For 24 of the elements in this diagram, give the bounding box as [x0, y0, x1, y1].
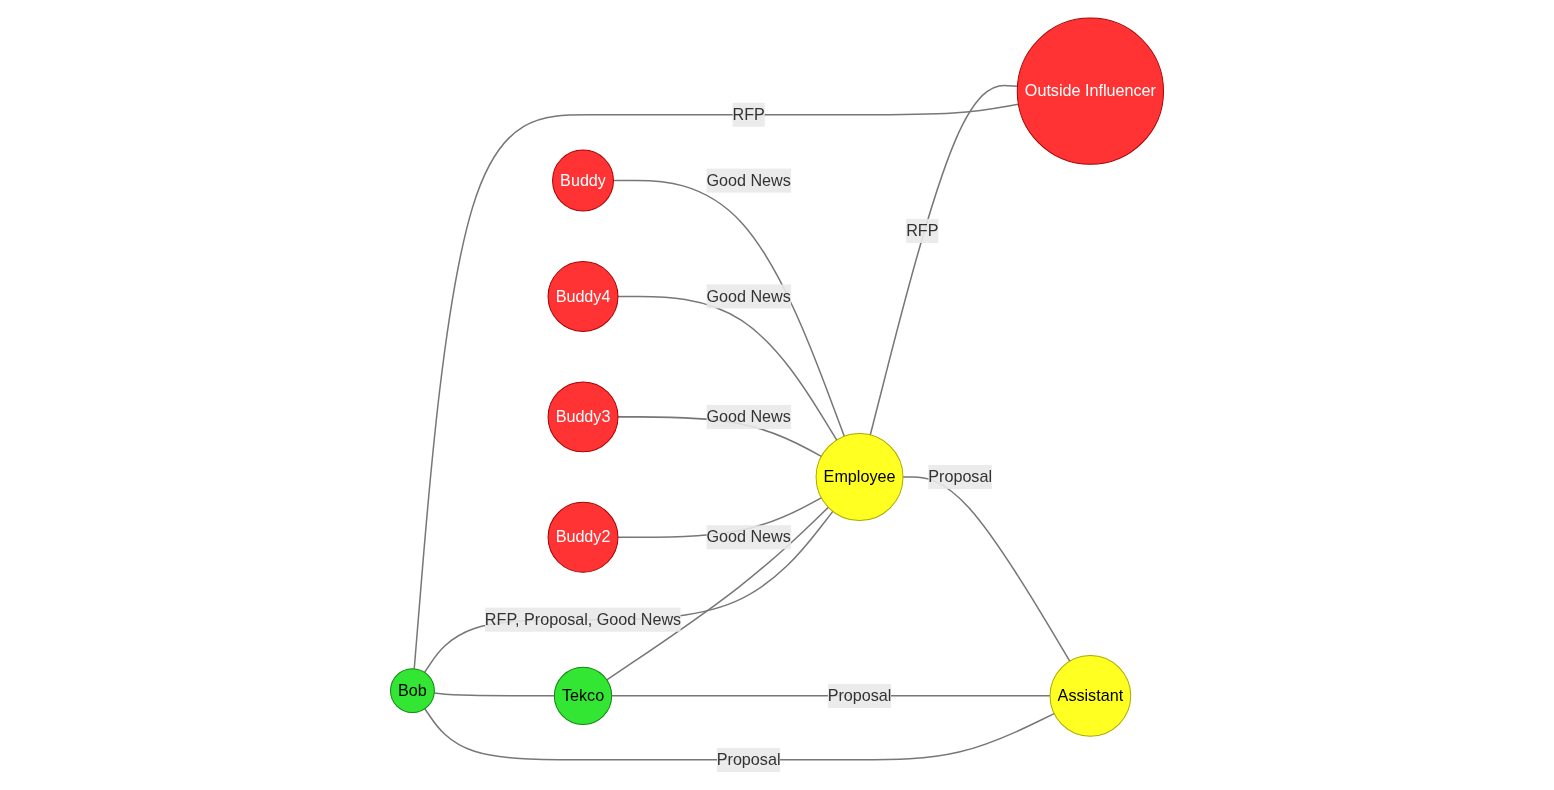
edge-label: RFP	[732, 105, 765, 123]
connector	[413, 103, 1020, 670]
node-circle: Buddy4	[547, 261, 619, 332]
node-circle: Buddy2	[547, 501, 619, 573]
edge-label: Good News	[706, 287, 791, 305]
node-circle: Outside Influencer	[1016, 17, 1164, 165]
edge-label: Good News	[706, 407, 791, 425]
node-circle: Buddy	[552, 149, 614, 212]
edge-label: Good News	[706, 171, 791, 189]
connector	[423, 510, 834, 674]
node-circle: Assistant	[1049, 654, 1132, 737]
connector	[606, 506, 830, 681]
edge-label: RFP	[906, 221, 939, 239]
edge-label: Proposal	[716, 750, 781, 768]
node-circle: Tekco	[553, 666, 613, 725]
connector	[424, 708, 1055, 761]
edge-label: Good News	[706, 528, 791, 546]
connector	[617, 295, 838, 441]
node-circle: Bob	[390, 668, 435, 714]
node-circle: Buddy3	[547, 381, 619, 453]
edge-label: RFP, Proposal, Good News	[484, 610, 682, 628]
edge-label: Proposal	[928, 468, 993, 486]
edge-label: Proposal	[827, 686, 892, 704]
node-circle: Employee	[815, 433, 904, 522]
